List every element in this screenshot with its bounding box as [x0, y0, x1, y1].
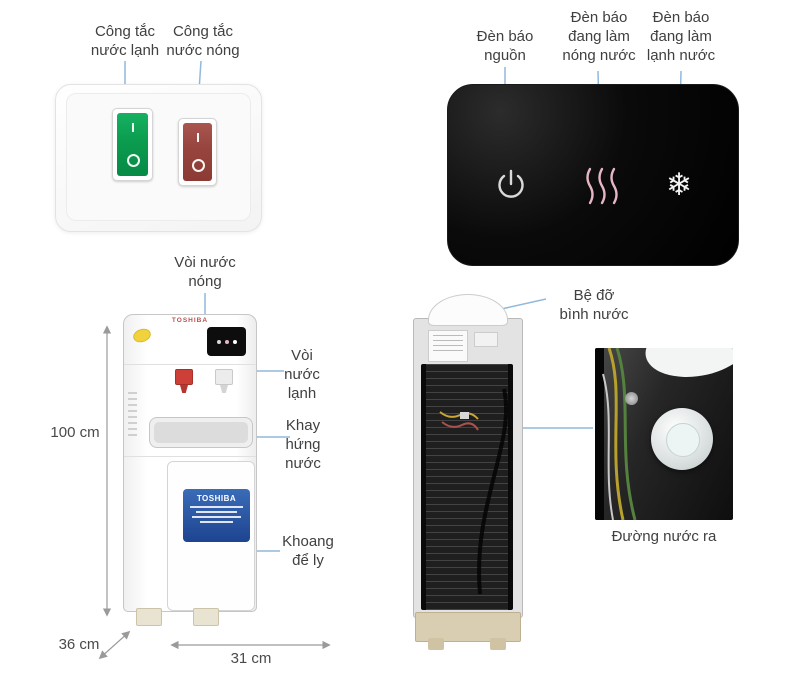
- serial-sticker: [474, 332, 498, 347]
- water-outlet-cap-inner: [666, 423, 700, 457]
- hot-tap-body: [175, 369, 193, 385]
- spec-sticker: [428, 330, 468, 362]
- cold-water-tap: [215, 369, 233, 393]
- drip-tray-grill: [154, 422, 248, 443]
- photo-frame-edge: [595, 348, 604, 520]
- dimension-width-label: 31 cm: [230, 650, 272, 667]
- hot-water-tap: [175, 369, 193, 393]
- wire-connector: [460, 412, 469, 419]
- yellow-wire: [607, 348, 625, 520]
- callout-bottle-holder: Bệ đỡ bình nước: [559, 287, 629, 323]
- door-label-text-line: [199, 521, 234, 523]
- front-right-foot: [193, 608, 219, 626]
- dispenser-back-view: [412, 294, 524, 654]
- callout-hot-tap: Vòi nước nóng: [174, 254, 236, 290]
- display-cold-dot: [232, 339, 237, 344]
- water-outlet-detail-photo: [595, 348, 733, 520]
- door-label-text-line: [189, 506, 244, 508]
- side-vent-louvers: [128, 392, 137, 440]
- door-label-text-line: [195, 511, 238, 513]
- yellow-wire: [439, 411, 479, 420]
- cold-switch-rocker: [117, 113, 148, 176]
- switch-on-mark: [131, 123, 134, 132]
- green-wire: [615, 348, 637, 520]
- heating-waves-icon: [586, 167, 618, 205]
- bolt-fitting: [625, 392, 638, 405]
- cold-water-switch: [112, 108, 153, 181]
- body-seam-top: [124, 364, 256, 365]
- hot-switch-rocker: [183, 123, 212, 181]
- dispenser-front-view: TOSHIBA TOSHIBA: [123, 314, 257, 626]
- condenser-coil: [421, 364, 513, 610]
- power-icon: [498, 169, 524, 198]
- switch-panel-face: [66, 93, 251, 221]
- refrigerant-tube: [477, 388, 509, 595]
- back-left-foot: [428, 638, 444, 650]
- switch-panel-closeup: [55, 84, 262, 232]
- cup-compartment-door: TOSHIBA: [167, 461, 255, 611]
- snowflake-icon: ❄: [666, 167, 692, 202]
- callout-cold-tap: Vòi nước lạnh: [284, 347, 320, 402]
- back-base: [415, 612, 521, 642]
- callout-cold-switch: Công tắc nước lạnh: [90, 23, 160, 59]
- front-left-foot: [136, 608, 162, 626]
- display-power-dot: [216, 339, 221, 344]
- callout-cup-compartment: Khoang để ly: [282, 533, 334, 569]
- dimension-depth-label: 36 cm: [58, 636, 100, 653]
- back-right-foot: [490, 638, 506, 650]
- display-heat-dot: [224, 339, 229, 344]
- switch-off-mark: [191, 159, 205, 172]
- cold-tap-spout: [220, 385, 228, 393]
- callout-power-led: Đèn báo nguồn: [476, 28, 534, 64]
- water-outlet-cap: [651, 408, 713, 470]
- dimension-height-label: 100 cm: [50, 424, 100, 441]
- cold-tap-body: [215, 369, 233, 385]
- hot-tap-spout: [180, 385, 188, 393]
- red-wire: [441, 421, 479, 431]
- back-wires-and-tube: [439, 388, 509, 595]
- door-label-text-line: [192, 516, 241, 518]
- callout-hot-switch: Công tắc nước nóng: [166, 23, 240, 59]
- brand-logo-top: TOSHIBA: [171, 317, 209, 324]
- callout-cooling-led: Đèn báo đang làm lạnh nước: [646, 9, 716, 64]
- switch-on-mark: [196, 133, 199, 142]
- door-brand-label: TOSHIBA: [183, 489, 250, 542]
- drip-tray: [149, 417, 253, 448]
- brand-logo-door: TOSHIBA: [196, 494, 237, 503]
- callout-heating-led: Đèn báo đang làm nóng nước: [562, 9, 636, 64]
- callout-water-outlet: Đường nước ra: [611, 528, 717, 545]
- outlet-wires: [602, 348, 637, 520]
- callout-drip-tray: Khay hứng nước: [285, 417, 321, 472]
- body-seam-middle: [124, 456, 256, 457]
- gray-wire: [602, 373, 614, 520]
- switch-off-mark: [126, 154, 140, 167]
- hot-water-switch: [178, 118, 217, 186]
- front-display: [207, 327, 246, 356]
- indicator-panel-closeup: ❄: [447, 84, 739, 266]
